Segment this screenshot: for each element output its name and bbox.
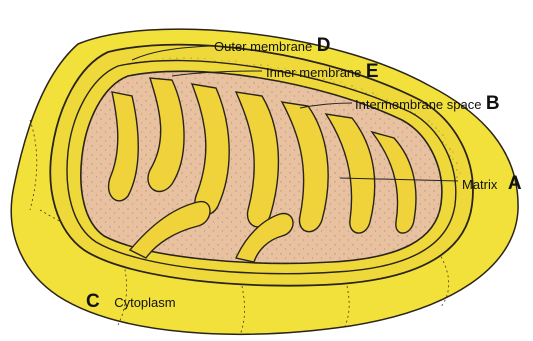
outer-membrane-letter: D (317, 35, 331, 56)
intermembrane-space-name: Intermembrane space (355, 97, 481, 112)
inner-membrane-name: Inner membrane (266, 65, 361, 80)
label-cytoplasm: C Cytoplasm (86, 292, 176, 311)
label-intermembrane-space: Intermembrane space B (355, 94, 500, 113)
outer-membrane-name: Outer membrane (214, 39, 312, 54)
label-outer-membrane: Outer membrane D (214, 36, 330, 55)
cytoplasm-letter: C (86, 291, 100, 312)
matrix-name: Matrix (462, 177, 497, 192)
matrix-letter: A (508, 173, 522, 194)
inner-membrane-letter: E (366, 61, 379, 82)
label-matrix: Matrix A (462, 174, 522, 193)
label-inner-membrane: Inner membrane E (266, 62, 379, 81)
cytoplasm-name: Cytoplasm (114, 295, 175, 310)
intermembrane-space-letter: B (486, 93, 500, 114)
